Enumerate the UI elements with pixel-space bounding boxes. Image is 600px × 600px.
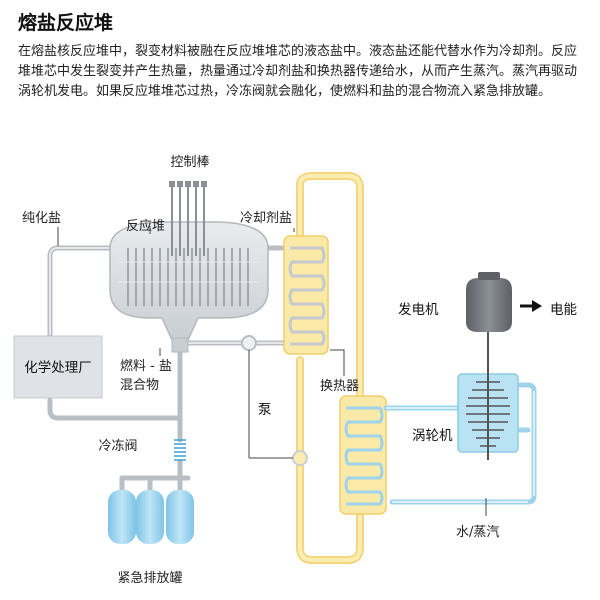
- arrow-icon: [520, 300, 542, 312]
- fuel-salt-label-2: 混合物: [120, 378, 159, 393]
- heat-exchanger-lower: [339, 395, 387, 515]
- coolant-salt-label: 冷却剂盐: [240, 211, 292, 226]
- control-rods-label: 控制棒: [170, 155, 209, 170]
- control-rods: [171, 186, 205, 256]
- chemical-plant-box: [13, 335, 103, 399]
- electricity-label: 电能: [550, 302, 577, 318]
- water-steam-label: 水/蒸汽: [456, 525, 499, 540]
- turbine: [457, 366, 519, 460]
- freeze-valve-label: 冷冻阀: [98, 438, 137, 454]
- turbine-label: 涡轮机: [412, 428, 453, 444]
- purified-salt-label: 纯化盐: [22, 211, 61, 226]
- drain-tanks: [108, 490, 194, 544]
- chemical-plant-label: 化学处理厂: [24, 360, 92, 376]
- drain-tanks-label: 紧急排放罐: [117, 571, 182, 586]
- fuel-salt-label-1: 燃料 - 盐: [120, 358, 172, 374]
- description: 在熔盐核反应堆中，裂变材料被融在反应堆堆芯的液态盐中。液态盐还能代替水作为冷却剂…: [18, 44, 578, 99]
- reactor-vessel: [109, 221, 269, 353]
- pump-circle-lower: [292, 450, 308, 466]
- heat-exchanger-label: 换热器: [320, 379, 359, 394]
- freeze-valve: [174, 439, 186, 461]
- generator: [466, 272, 512, 332]
- reactor-label: 反应堆: [126, 218, 165, 234]
- pump-label: 泵: [258, 402, 272, 418]
- page-title: 熔盐反应堆: [18, 12, 114, 34]
- heat-exchanger-upper: [283, 235, 329, 355]
- generator-label: 发电机: [398, 302, 439, 318]
- pump-circle: [241, 335, 257, 351]
